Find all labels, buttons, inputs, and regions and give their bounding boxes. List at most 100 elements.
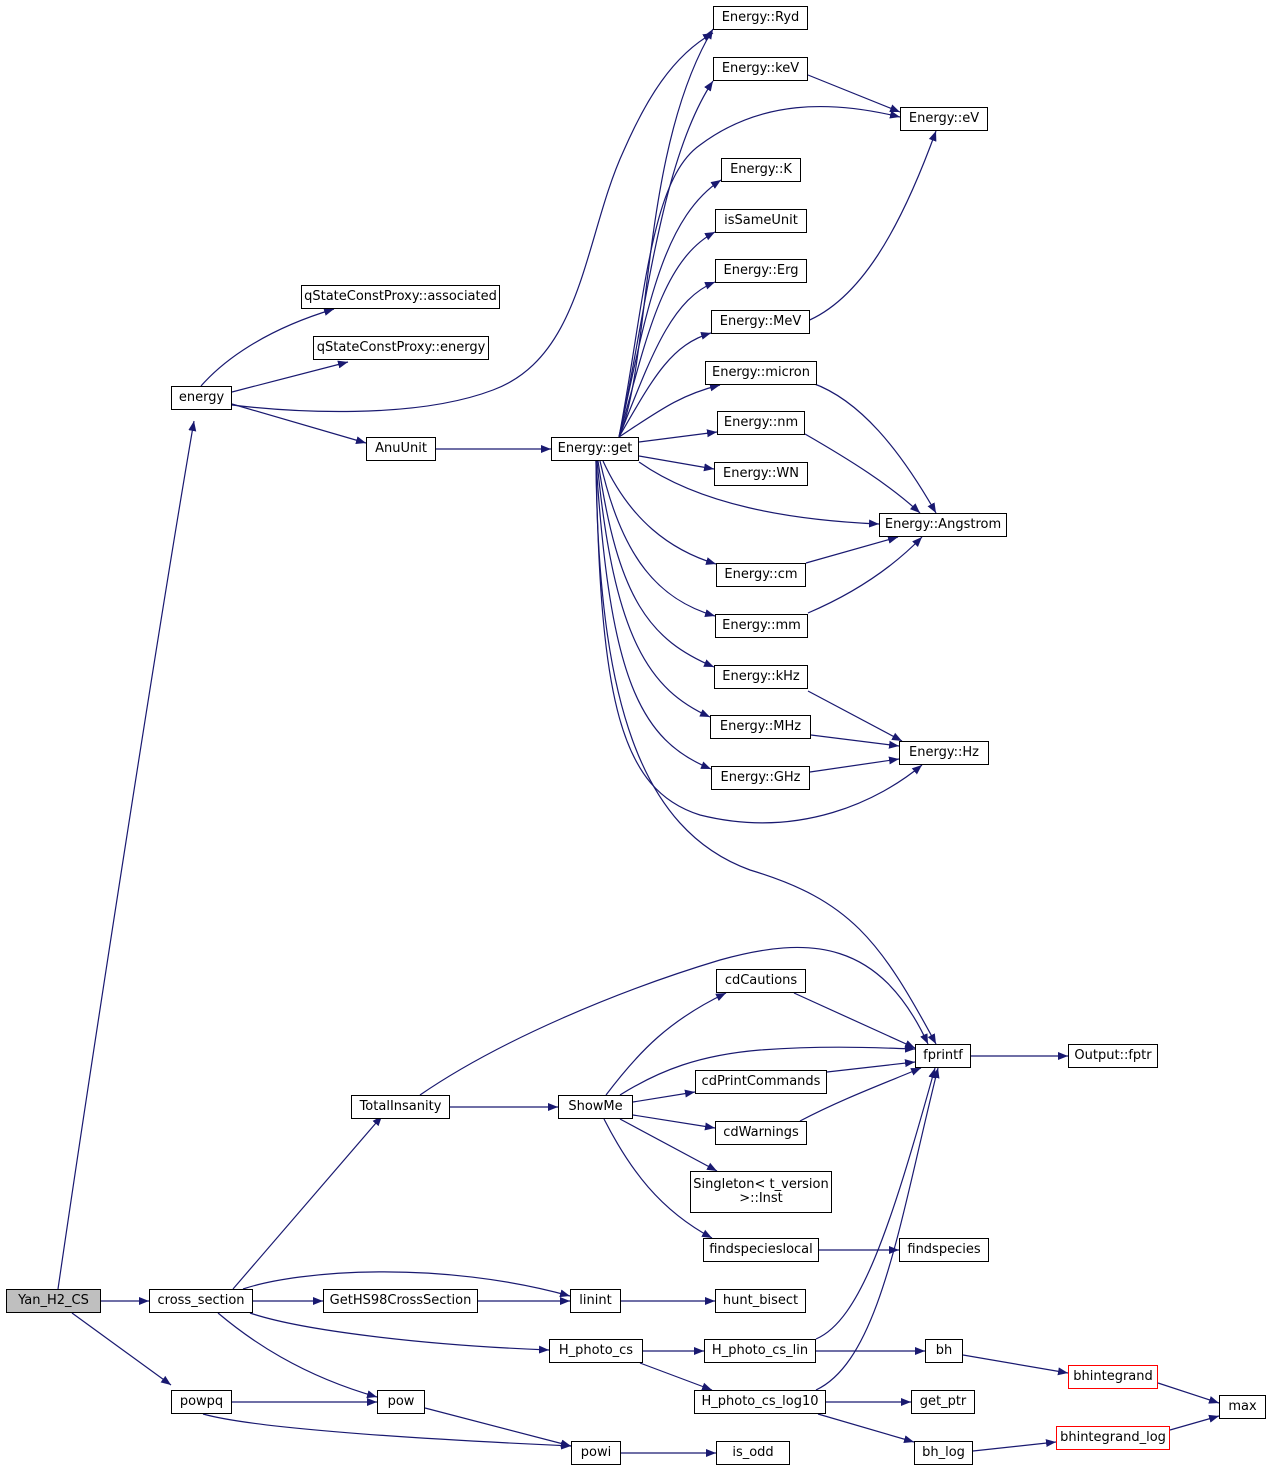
node-wn[interactable]: Energy::WN — [714, 462, 808, 486]
node-cdprintcommands[interactable]: cdPrintCommands — [695, 1070, 827, 1094]
call-edge — [249, 1312, 550, 1354]
node-h-photo-cs-lin[interactable]: H_photo_cs_lin — [704, 1339, 816, 1363]
node-ev[interactable]: Energy::eV — [900, 107, 988, 131]
node-qscp-assoc[interactable]: qStateConstProxy::associated — [301, 285, 500, 309]
call-edge — [618, 80, 714, 438]
call-edge — [217, 1312, 378, 1399]
call-edge — [972, 1439, 1057, 1452]
call-edge — [618, 28, 714, 438]
call-edge — [232, 1115, 383, 1290]
node-findspecieslocal[interactable]: findspecieslocal — [703, 1238, 819, 1262]
node-ghz[interactable]: Energy::GHz — [711, 766, 810, 790]
call-edge — [807, 536, 923, 614]
call-edge — [424, 1407, 572, 1448]
call-edge — [793, 992, 916, 1049]
node-singleton[interactable]: Singleton< t_version >::Inst — [690, 1171, 832, 1213]
call-edge — [596, 460, 711, 718]
node-geths98[interactable]: GetHS98CrossSection — [323, 1289, 478, 1313]
node-hz[interactable]: Energy::Hz — [899, 741, 989, 765]
node-bh-log[interactable]: bh_log — [914, 1441, 973, 1465]
node-energy-get[interactable]: Energy::get — [551, 437, 639, 461]
node-bhintegrand[interactable]: bhintegrand — [1068, 1365, 1158, 1389]
call-edge — [419, 946, 929, 1096]
call-edge — [805, 535, 899, 564]
call-edge — [807, 690, 903, 742]
node-cdcautions[interactable]: cdCautions — [716, 969, 806, 993]
call-edge — [632, 1114, 716, 1131]
node-bhintegrand-log[interactable]: bhintegrand_log — [1056, 1426, 1170, 1450]
node-kev[interactable]: Energy::keV — [713, 57, 808, 81]
call-edge — [595, 460, 712, 770]
call-edge — [632, 1089, 696, 1103]
call-edge — [200, 308, 335, 387]
call-edge — [807, 74, 901, 113]
call-edge — [810, 734, 900, 749]
call-edge — [817, 1413, 915, 1444]
call-edge — [603, 1118, 713, 1239]
node-showme[interactable]: ShowMe — [558, 1095, 633, 1119]
call-edge — [639, 1362, 713, 1391]
call-edge — [57, 420, 197, 1290]
call-edge — [618, 281, 716, 438]
node-bh[interactable]: bh — [925, 1339, 963, 1363]
call-edge — [618, 331, 712, 438]
node-hunt-bisect[interactable]: hunt_bisect — [715, 1289, 806, 1313]
node-h-photo-cs[interactable]: H_photo_cs — [549, 1339, 643, 1363]
node-angstrom[interactable]: Energy::Angstrom — [879, 513, 1007, 537]
call-edge — [605, 992, 727, 1096]
node-ek[interactable]: Energy::K — [721, 158, 801, 182]
call-edge — [597, 460, 715, 668]
call-edge — [202, 1413, 572, 1450]
node-qscp-energy[interactable]: qStateConstProxy::energy — [313, 336, 489, 360]
node-cross-section[interactable]: cross_section — [149, 1289, 253, 1313]
call-edge — [804, 433, 921, 514]
call-edge — [71, 1312, 172, 1386]
node-mev[interactable]: Energy::MeV — [711, 310, 810, 334]
call-edge — [638, 455, 715, 472]
node-fprintf[interactable]: fprintf — [915, 1044, 971, 1068]
node-nm[interactable]: Energy::nm — [717, 411, 805, 435]
call-edge — [618, 179, 722, 438]
node-cdwarnings[interactable]: cdWarnings — [715, 1121, 807, 1145]
node-linint[interactable]: linint — [570, 1289, 621, 1313]
node-max[interactable]: max — [1219, 1395, 1266, 1419]
node-get-ptr[interactable]: get_ptr — [911, 1390, 975, 1414]
node-khz[interactable]: Energy::kHz — [714, 665, 808, 689]
call-edge — [1169, 1414, 1220, 1431]
call-edge — [231, 360, 349, 393]
call-edge — [815, 1067, 940, 1391]
call-edge — [815, 1067, 937, 1340]
node-issameunit[interactable]: isSameUnit — [715, 209, 807, 233]
call-edge — [619, 1044, 916, 1096]
call-edge — [231, 32, 714, 413]
node-mhz[interactable]: Energy::MHz — [710, 715, 811, 739]
node-pow[interactable]: pow — [377, 1390, 425, 1414]
node-micron[interactable]: Energy::micron — [705, 361, 817, 385]
call-edge — [595, 460, 923, 824]
call-edge — [826, 1059, 916, 1073]
call-edge — [599, 460, 716, 618]
node-is-odd[interactable]: is_odd — [716, 1441, 790, 1465]
call-edge — [619, 1118, 718, 1172]
node-h-photo-cs-log10[interactable]: H_photo_cs_log10 — [694, 1390, 826, 1414]
node-yan: Yan_H2_CS — [6, 1289, 101, 1313]
node-erg[interactable]: Energy::Erg — [715, 259, 807, 283]
call-edge — [809, 756, 900, 773]
call-edge — [618, 231, 716, 438]
call-edge — [799, 1067, 922, 1122]
node-findspecies[interactable]: findspecies — [899, 1238, 989, 1262]
node-powi[interactable]: powi — [571, 1441, 621, 1465]
node-mm[interactable]: Energy::mm — [715, 614, 808, 638]
node-output-fptr[interactable]: Output::fptr — [1068, 1044, 1158, 1068]
node-anuunit[interactable]: AnuUnit — [366, 437, 436, 461]
node-energy[interactable]: energy — [171, 386, 232, 410]
node-totalinsanity[interactable]: TotalInsanity — [351, 1095, 450, 1119]
call-edge — [231, 403, 367, 445]
node-powpq[interactable]: powpq — [171, 1390, 232, 1414]
node-cm[interactable]: Energy::cm — [716, 563, 806, 587]
call-edge — [595, 460, 937, 1045]
call-edge — [602, 460, 717, 565]
node-ryd[interactable]: Energy::Ryd — [713, 6, 808, 30]
